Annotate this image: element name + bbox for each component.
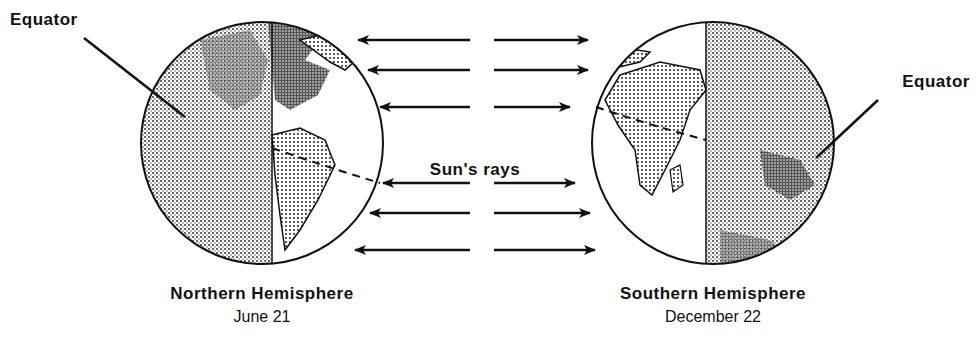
date-caption: December 22: [665, 308, 761, 326]
equator-label: Equator: [10, 10, 78, 30]
sun-ray-arrows: [355, 40, 595, 250]
globe-december: [592, 15, 878, 280]
rays-label: Sun's rays: [427, 160, 523, 180]
hemisphere-caption: Northern Hemisphere: [170, 284, 353, 304]
equator-label: Equator: [902, 72, 970, 92]
hemisphere-caption: Southern Hemisphere: [620, 284, 806, 304]
globe-june: [84, 15, 383, 275]
date-caption: June 21: [234, 308, 291, 326]
